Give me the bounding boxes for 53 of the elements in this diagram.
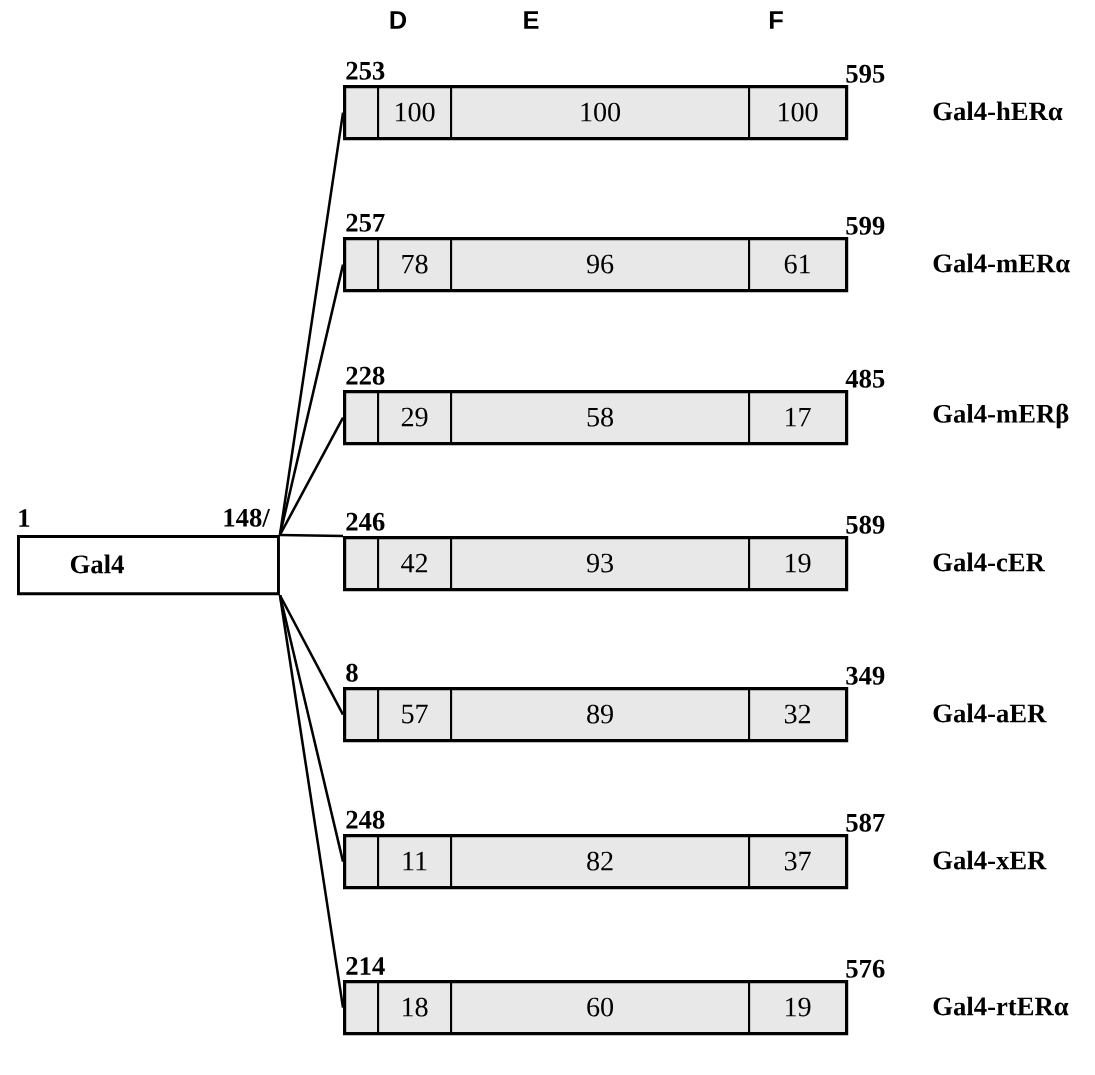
residue-number: 576 xyxy=(846,959,885,978)
construct-bar xyxy=(343,687,849,743)
domain-segment: 37 xyxy=(748,834,848,889)
residue-number: 587 xyxy=(846,813,885,832)
empty-segment xyxy=(343,834,380,889)
domain-segment: 32 xyxy=(748,687,848,742)
residue-number: 253 xyxy=(346,61,385,80)
domain-segment: 100 xyxy=(748,85,848,140)
residue-number: 485 xyxy=(845,369,885,388)
connector-line xyxy=(279,533,344,538)
connector-line xyxy=(278,595,345,862)
residue-number: 589 xyxy=(846,515,885,534)
construct-bar xyxy=(343,85,849,141)
domain-heading: E xyxy=(524,11,539,29)
construct-bar xyxy=(343,834,849,890)
connector-line xyxy=(278,417,345,536)
residue-number: 595 xyxy=(846,64,885,83)
domain-box: Gal4 xyxy=(17,535,280,596)
domain-segment: 19 xyxy=(748,980,848,1035)
residue-number: 248 xyxy=(346,810,385,829)
empty-segment xyxy=(343,536,380,591)
residue-number: 8 xyxy=(346,663,358,682)
domain-segment: 61 xyxy=(748,237,848,292)
construct-bar xyxy=(343,980,849,1036)
connector-line xyxy=(278,595,345,1008)
domain-heading: F xyxy=(769,11,783,29)
empty-segment xyxy=(343,980,380,1035)
residue-number: 228 xyxy=(346,366,385,385)
construct-label: Gal4-hERα xyxy=(933,101,1063,121)
construct-bar xyxy=(343,536,849,592)
construct-label: Gal4-mERβ xyxy=(933,403,1069,429)
residue-number: 349 xyxy=(846,666,885,685)
construct-label: Gal4-xER xyxy=(933,850,1047,870)
construct-bar xyxy=(343,237,849,293)
residue-number: 599 xyxy=(846,216,885,235)
construct-label: Gal4-cER xyxy=(933,552,1046,572)
domain-heading: D xyxy=(390,11,407,29)
empty-segment xyxy=(343,390,380,445)
construct-bar xyxy=(343,390,849,446)
residue-number: 1 xyxy=(19,509,30,527)
domain-segment: 17 xyxy=(748,390,848,445)
construct-label: Gal4-rtERα xyxy=(933,996,1069,1016)
residue-number: 257 xyxy=(346,213,385,232)
empty-segment xyxy=(343,237,380,292)
residue-number: 246 xyxy=(346,512,385,531)
residue-number: 148/ xyxy=(224,508,270,527)
empty-segment xyxy=(343,687,380,742)
empty-segment xyxy=(343,85,380,140)
domain-segment: 19 xyxy=(748,536,848,591)
construct-label: Gal4-mERα xyxy=(933,253,1070,273)
construct-label: Gal4-aER xyxy=(933,703,1047,723)
connector-line xyxy=(278,264,345,536)
residue-number: 214 xyxy=(346,957,385,975)
